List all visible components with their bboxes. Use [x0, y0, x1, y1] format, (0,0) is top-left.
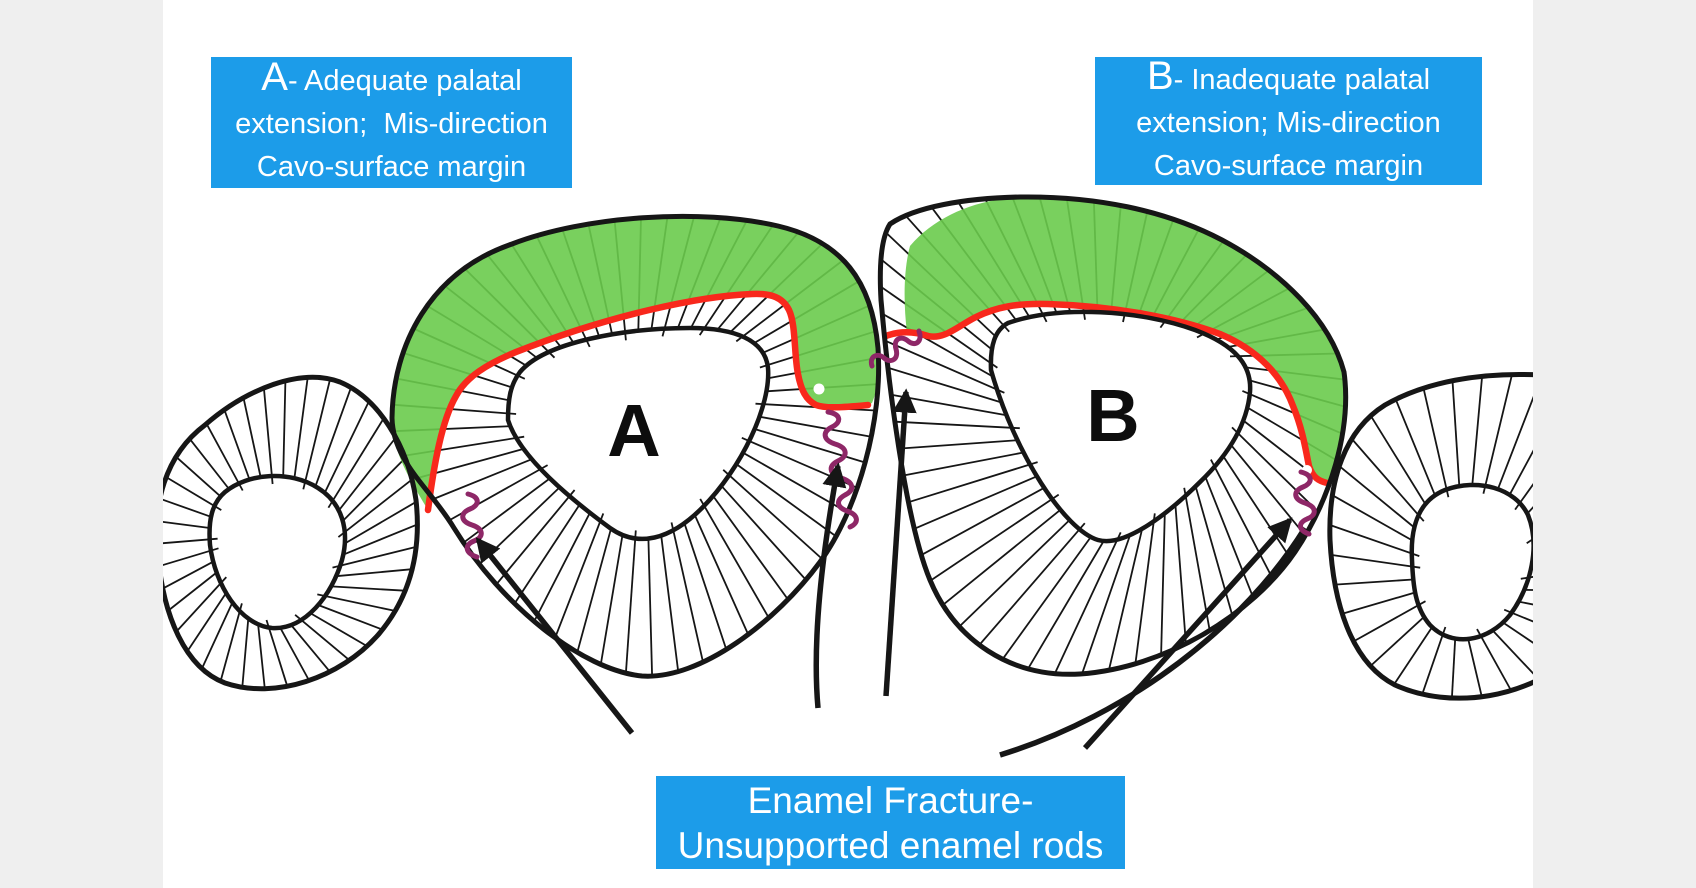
callout-box-enamel-fracture: Enamel Fracture- Unsupported enamel rods [656, 776, 1125, 869]
fracture-squiggle-a-mesial [460, 491, 484, 560]
cavosurface-margin-line-a [424, 290, 872, 514]
arrow-to-fracture-a-mesial [475, 537, 635, 735]
callout-a-lead-letter: A [261, 55, 288, 99]
tooth-b-letter: B [1086, 374, 1139, 457]
callout-b-line2: extension; Mis-direction [1136, 106, 1441, 139]
arrow-to-fracture-b-mesial [883, 388, 917, 697]
right-gray-margin [1533, 0, 1696, 888]
white-dot [813, 383, 825, 395]
right-tooth-dej-outline [1409, 482, 1536, 642]
restoration-tooth-a [392, 216, 880, 510]
tooth-b-outer-outline [877, 194, 1349, 677]
callout-b-lead-letter: B [1146, 53, 1174, 98]
callout-a-line3: Cavo-surface margin [256, 151, 527, 183]
callout-box-a: A- Adequate palatal extension; Mis-direc… [211, 55, 572, 188]
callout-b-line3: Cavo-surface margin [1153, 149, 1424, 182]
tooth-a-outer-outline [389, 213, 882, 679]
fracture-squiggle-b-mesial [868, 328, 923, 369]
fracture-squiggle-b-distal [1293, 469, 1317, 537]
left-tooth-dej-outline [207, 473, 348, 631]
left-gray-margin [0, 0, 163, 888]
tooth-b-dej-outline [988, 309, 1253, 544]
callout-bottom-line1: Enamel Fracture- [747, 779, 1034, 821]
callout-bottom-line2: Unsupported enamel rods [677, 824, 1104, 866]
left-tooth-outer-outline [154, 374, 420, 692]
cavosurface-margin-line-b [882, 300, 1331, 487]
callout-b-line1: B- Inadequate palatal [1146, 53, 1431, 98]
enamel-rods-left-tooth [156, 377, 418, 689]
callout-box-b: B- Inadequate palatal extension; Mis-dir… [1095, 53, 1482, 185]
tooth-a-letter: A [607, 389, 660, 472]
tooth-a-dej-outline [505, 325, 771, 542]
arrow-to-fracture-a-distal [813, 462, 847, 709]
callout-a-line1: A- Adequate palatal [261, 55, 522, 99]
arrow-to-fracture-b-distal [1082, 517, 1293, 750]
tooth-b-cervical-outline-sweep [999, 526, 1308, 758]
restoration-tooth-b [904, 197, 1345, 484]
callout-a-line2: extension; Mis-direction [235, 108, 548, 140]
